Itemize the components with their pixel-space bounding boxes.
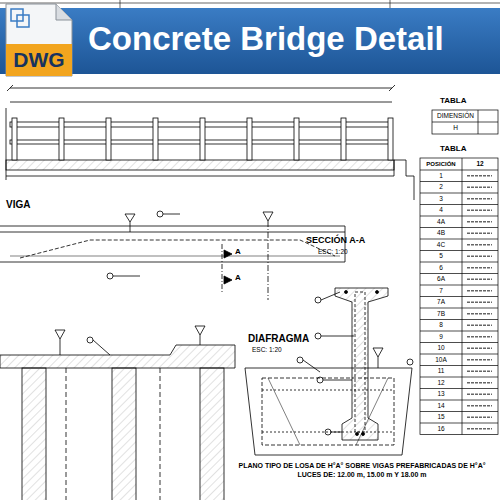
table-cell: 7 <box>420 288 462 295</box>
drawing-caption: PLANO TIPO DE LOSA DE H°A° SOBRE VIGAS P… <box>228 461 496 480</box>
beam-elevation <box>0 211 345 300</box>
railing-post <box>388 118 393 160</box>
page-title: Concrete Bridge Detail <box>88 21 444 57</box>
table-cell: 11 <box>420 368 462 375</box>
table-cell: 4B <box>420 230 462 237</box>
railing-post <box>341 118 346 160</box>
table-title: TABLA <box>440 145 467 153</box>
table-cell: 10 <box>420 345 462 352</box>
table-header: DIMENSIÓN <box>433 113 478 120</box>
table-cell: H <box>433 125 478 132</box>
railing-post <box>106 118 111 160</box>
table-header: 12 <box>462 161 498 168</box>
railing-post <box>59 118 64 160</box>
view-title: VIGA <box>6 200 30 210</box>
scale-note: ESC: 1:20 <box>318 249 348 256</box>
view-title: SECCIÓN A-A <box>306 236 365 245</box>
table-cell: 12 <box>420 380 462 387</box>
table-cell: 4A <box>420 219 462 226</box>
table-cell: 7A <box>420 299 462 306</box>
table-cell: 2 <box>420 184 462 191</box>
diaphragm <box>245 348 413 455</box>
deck-cross-section <box>0 326 235 500</box>
section-mark: A <box>235 248 241 256</box>
title-banner <box>0 8 500 74</box>
section-a-a <box>315 288 388 440</box>
table-cell: 14 <box>420 403 462 410</box>
table-cell: 15 <box>420 414 462 421</box>
file-type-label: DWG <box>4 48 74 71</box>
table-cell: 16 <box>420 426 462 433</box>
rebar-tables <box>420 110 498 435</box>
table-cell: 1 <box>420 173 462 180</box>
table-header: POSICIÓN <box>420 161 462 167</box>
railing-post <box>12 118 17 160</box>
table-title: TABLA <box>440 97 467 105</box>
railing-elevation <box>6 85 414 200</box>
table-cell: 6A <box>420 276 462 283</box>
table-cell: 5 <box>420 253 462 260</box>
table-cell: 6 <box>420 265 462 272</box>
table-cell: 4C <box>420 242 462 249</box>
table-cell: 4 <box>420 207 462 214</box>
table-cell: 8 <box>420 322 462 329</box>
railing-post <box>294 118 299 160</box>
railing-post <box>153 118 158 160</box>
table-cell: 13 <box>420 391 462 398</box>
railing-post <box>200 118 205 160</box>
table-cell: 7B <box>420 311 462 318</box>
table-cell: 9 <box>420 334 462 341</box>
view-title: DIAFRAGMA <box>248 334 309 344</box>
table-cell: 3 <box>420 196 462 203</box>
railing-post <box>247 118 252 160</box>
file-icon: DWG <box>4 2 74 78</box>
scale-note: ESC: 1:20 <box>252 347 282 354</box>
section-mark: A <box>235 274 241 282</box>
table-cell: 10A <box>420 357 462 364</box>
top-linework <box>0 0 500 8</box>
